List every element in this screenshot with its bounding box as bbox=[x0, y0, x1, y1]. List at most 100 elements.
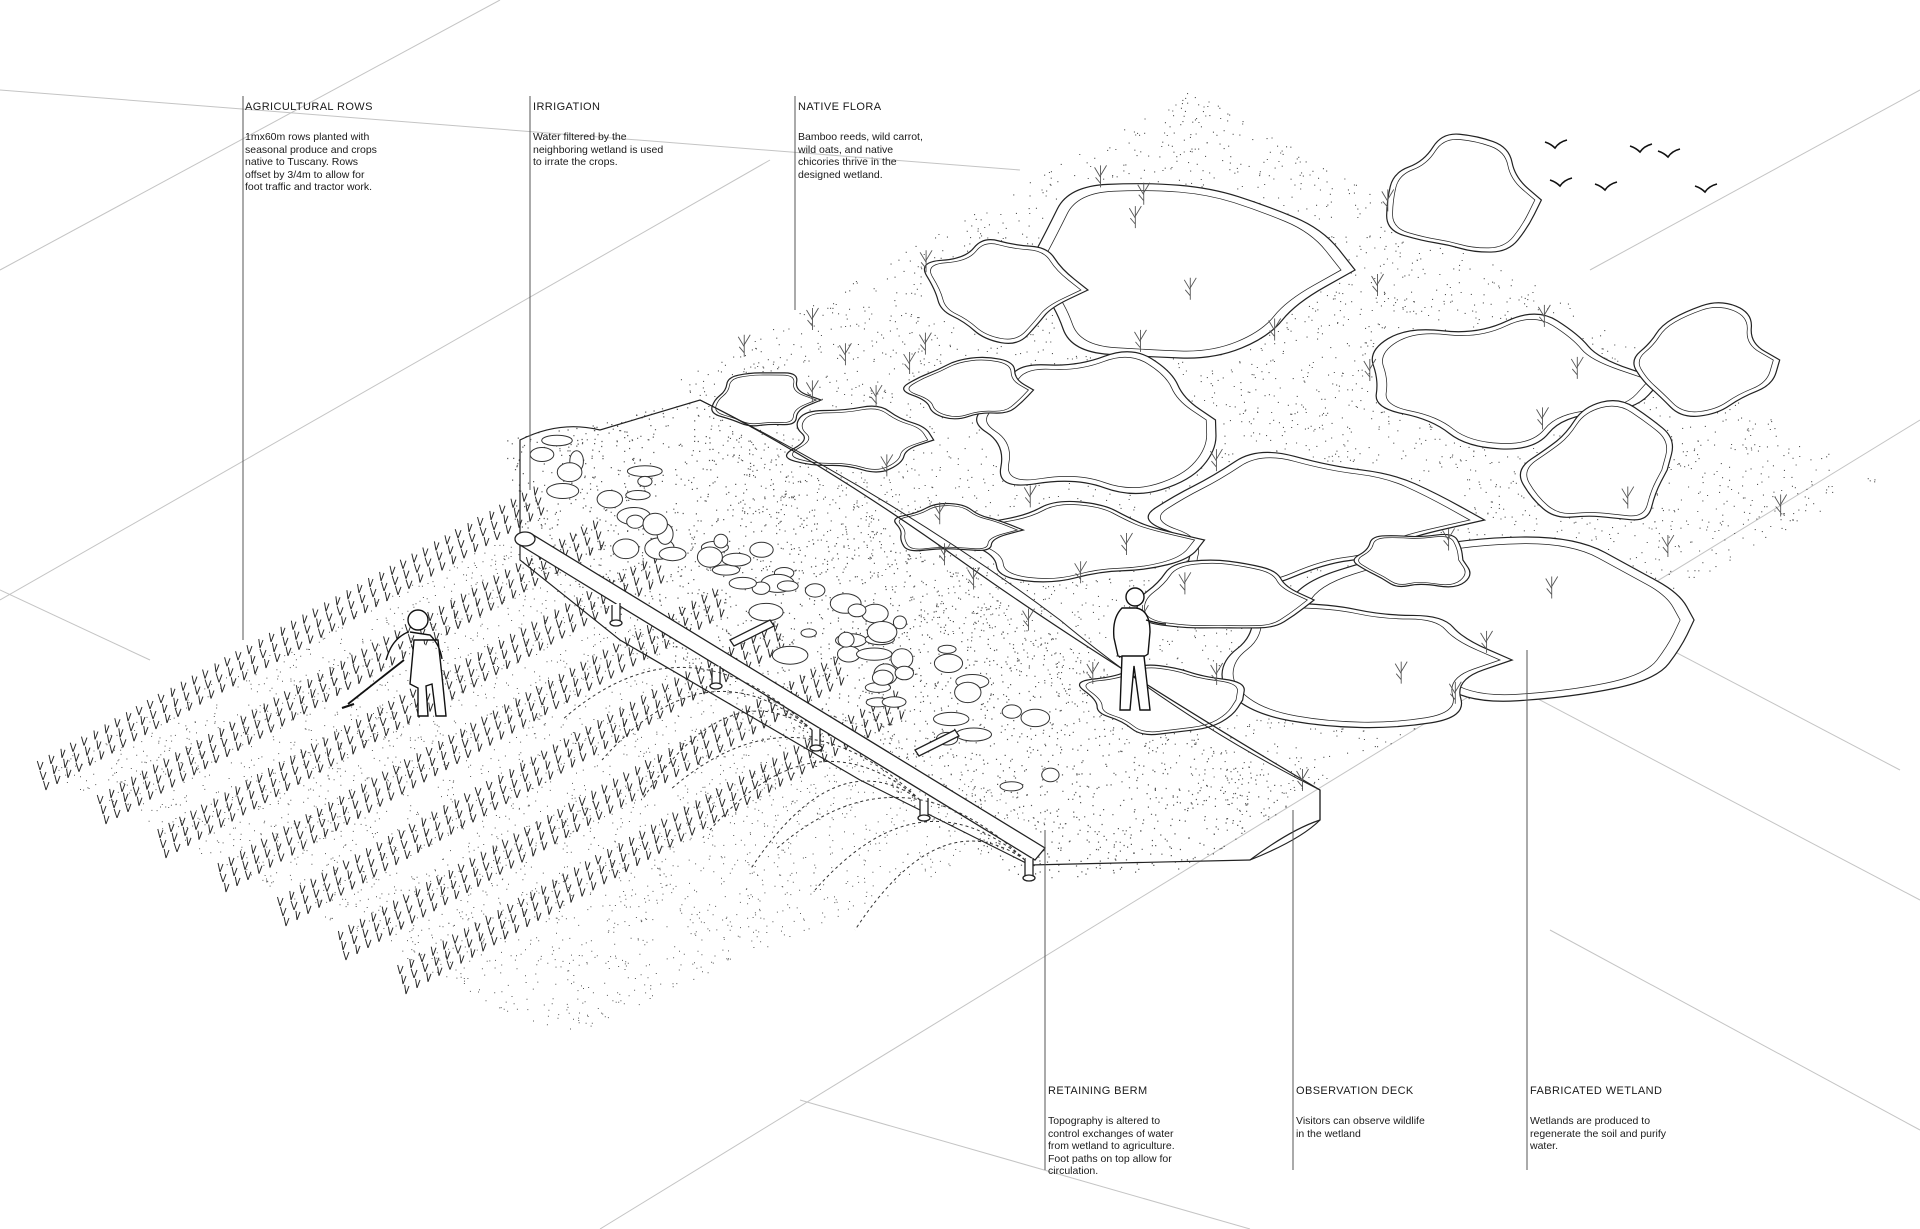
annotation-body: Topography is altered to control exchang… bbox=[1048, 1115, 1248, 1178]
guide-line bbox=[0, 590, 150, 660]
spray-arc bbox=[750, 781, 920, 870]
wetland-ponds bbox=[712, 134, 1780, 735]
crop-row bbox=[398, 691, 904, 995]
stone bbox=[891, 649, 913, 669]
wetland-pond-contour bbox=[792, 409, 927, 470]
spray-arc bbox=[775, 797, 1025, 860]
stone bbox=[627, 515, 644, 528]
crop-row bbox=[218, 589, 724, 893]
reed-plant bbox=[1662, 535, 1674, 557]
stone bbox=[934, 712, 969, 725]
pipe-nozzle bbox=[710, 683, 722, 689]
reed-plant bbox=[1775, 494, 1787, 516]
reed-plant bbox=[1024, 485, 1036, 507]
stone bbox=[772, 646, 808, 664]
bird-icon bbox=[1695, 184, 1717, 192]
stone bbox=[893, 616, 906, 629]
annotation-observation-deck: OBSERVATION DECK Visitors can observe wi… bbox=[1296, 1085, 1496, 1140]
reed-plant bbox=[870, 385, 882, 407]
stone bbox=[729, 577, 756, 589]
wetland-pond-contour bbox=[1393, 139, 1535, 248]
annotation-native-flora: NATIVE FLORA Bamboo reeds, wild carrot, … bbox=[798, 101, 998, 181]
annotation-title: OBSERVATION DECK bbox=[1296, 1085, 1496, 1097]
stone bbox=[714, 534, 728, 548]
annotation-retaining-berm: RETAINING BERM Topography is altered to … bbox=[1048, 1085, 1248, 1178]
pipe-branch bbox=[730, 620, 774, 646]
stone bbox=[1002, 705, 1021, 718]
stone bbox=[777, 581, 798, 591]
stone bbox=[867, 622, 897, 643]
crop-row bbox=[158, 555, 664, 859]
stone bbox=[643, 513, 667, 535]
berm-stones bbox=[530, 435, 1059, 791]
stone bbox=[801, 629, 816, 637]
crop-row bbox=[338, 657, 844, 961]
annotation-title: RETAINING BERM bbox=[1048, 1085, 1248, 1097]
stone bbox=[659, 547, 686, 560]
stone bbox=[857, 648, 892, 660]
bird-icon bbox=[1545, 140, 1567, 148]
annotation-body: Wetlands are produced to regenerate the … bbox=[1530, 1115, 1730, 1153]
agricultural-rows bbox=[37, 487, 904, 995]
bird-icon bbox=[1550, 178, 1572, 186]
stone bbox=[805, 584, 825, 597]
reed-plant bbox=[1023, 609, 1035, 631]
pipe-end bbox=[515, 532, 535, 546]
pipe-nozzle bbox=[1023, 875, 1035, 881]
pipe-nozzle bbox=[918, 815, 930, 821]
stone bbox=[938, 645, 956, 653]
stone bbox=[848, 604, 866, 617]
reed-plant bbox=[919, 333, 931, 355]
bird-icon bbox=[1658, 149, 1680, 157]
stone bbox=[597, 491, 622, 508]
reed-plant bbox=[1364, 359, 1376, 381]
stone bbox=[838, 632, 854, 647]
stone bbox=[697, 547, 722, 567]
reed-plant bbox=[904, 352, 916, 374]
annotation-body: 1mx60m rows planted with seasonal produc… bbox=[245, 131, 445, 194]
stone bbox=[895, 666, 913, 680]
annotation-title: IRRIGATION bbox=[533, 101, 733, 113]
annotation-agricultural-rows: AGRICULTURAL ROWS 1mx60m rows planted wi… bbox=[245, 101, 445, 194]
annotation-body: Bamboo reeds, wild carrot, wild oats, an… bbox=[798, 131, 998, 181]
reed-plant bbox=[1297, 769, 1309, 791]
guide-line bbox=[1590, 90, 1920, 270]
reed-plant bbox=[1372, 274, 1384, 296]
annotation-title: NATIVE FLORA bbox=[798, 101, 998, 113]
wetland-pond-contour bbox=[1044, 191, 1341, 352]
stone bbox=[750, 542, 773, 557]
spray-arc bbox=[855, 841, 1025, 930]
stone bbox=[722, 553, 751, 566]
stone bbox=[862, 604, 888, 623]
stone bbox=[749, 603, 783, 620]
bird-icon bbox=[1630, 144, 1652, 152]
annotation-title: FABRICATED WETLAND bbox=[1530, 1085, 1730, 1097]
spray-arc bbox=[710, 761, 920, 830]
annotation-body: Visitors can observe wildlife in the wet… bbox=[1296, 1115, 1496, 1140]
stone bbox=[638, 476, 652, 486]
stone bbox=[530, 448, 554, 462]
stone bbox=[1021, 709, 1050, 726]
stone bbox=[626, 491, 650, 500]
reed-plant bbox=[807, 308, 819, 330]
stone bbox=[542, 435, 573, 446]
crop-row bbox=[277, 623, 784, 927]
stone bbox=[613, 539, 639, 559]
reed-plant bbox=[738, 335, 750, 357]
stone bbox=[627, 466, 662, 477]
stone bbox=[872, 670, 893, 685]
stone bbox=[956, 728, 992, 741]
crop-row bbox=[37, 487, 544, 791]
stone bbox=[882, 697, 906, 707]
stone bbox=[547, 484, 579, 499]
annotation-irrigation: IRRIGATION Water filtered by the neighbo… bbox=[533, 101, 733, 169]
stone bbox=[557, 463, 582, 482]
annotation-title: AGRICULTURAL ROWS bbox=[245, 101, 445, 113]
annotation-body: Water filtered by the neighboring wetlan… bbox=[533, 131, 733, 169]
stone bbox=[934, 654, 962, 672]
birds bbox=[1545, 140, 1717, 192]
stone bbox=[1000, 782, 1023, 791]
stone bbox=[955, 682, 981, 702]
reed-plant bbox=[839, 343, 851, 365]
stone bbox=[1042, 768, 1059, 782]
